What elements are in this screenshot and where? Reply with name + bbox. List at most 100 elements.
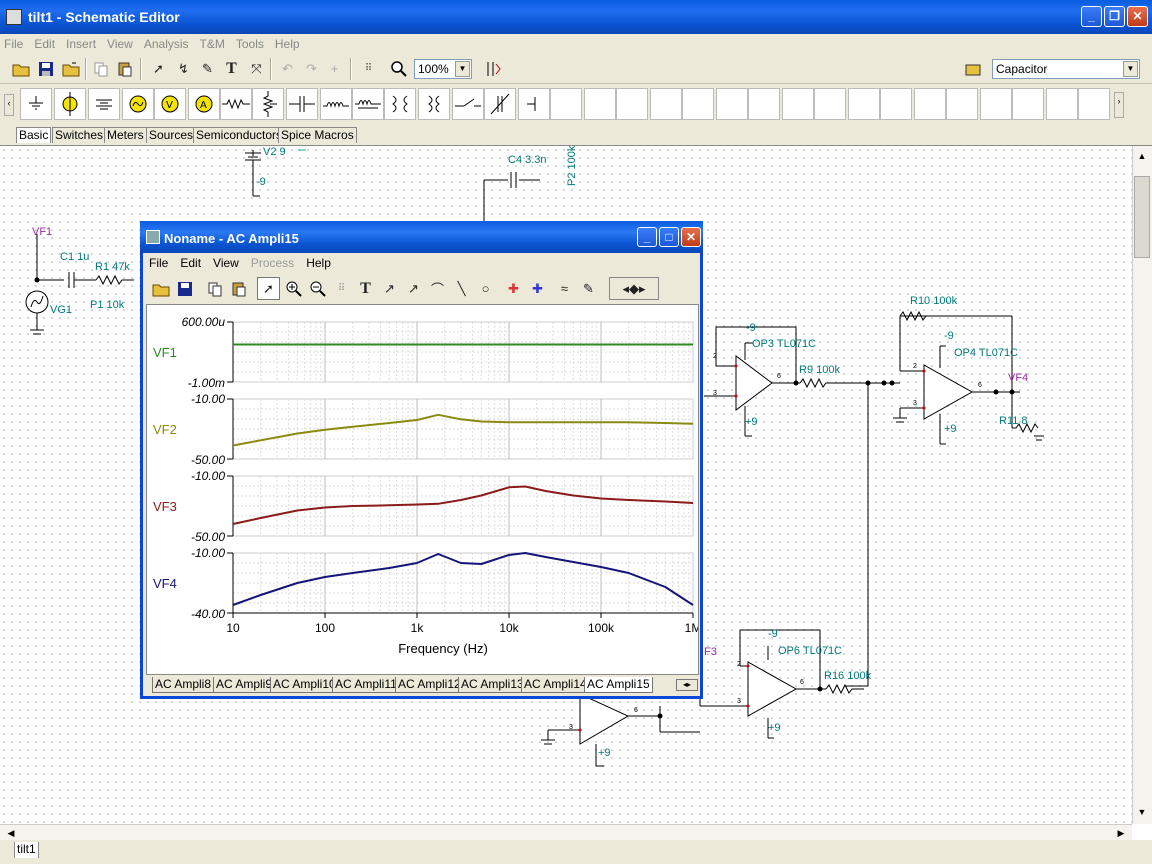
ammeter-icon[interactable]: A bbox=[188, 88, 220, 120]
scroll-right-icon[interactable]: › bbox=[1114, 92, 1124, 118]
menu-view[interactable]: View bbox=[107, 37, 133, 51]
tab-ac-ampli12[interactable]: AC Ampli12 bbox=[395, 677, 464, 693]
pen-icon[interactable]: ✎ bbox=[583, 280, 594, 296]
paste-icon[interactable] bbox=[227, 277, 250, 300]
empty-slot-icon[interactable] bbox=[914, 88, 946, 120]
empty-slot-icon[interactable] bbox=[1012, 88, 1044, 120]
scroll-right-icon[interactable]: ▶ bbox=[1117, 828, 1125, 838]
zoom-in-icon[interactable] bbox=[282, 277, 305, 300]
maximize-button[interactable]: □ bbox=[659, 227, 679, 247]
select-arrow-icon[interactable]: ➚ bbox=[153, 60, 164, 76]
menu-insert[interactable]: Insert bbox=[66, 37, 97, 51]
empty-slot-icon[interactable] bbox=[716, 88, 748, 120]
potentiometer-icon[interactable] bbox=[252, 88, 284, 120]
scroll-left-icon[interactable]: ◀ bbox=[7, 828, 15, 838]
empty-slot-icon[interactable] bbox=[550, 88, 582, 120]
coupled-inductor-icon[interactable] bbox=[418, 88, 450, 120]
menu-edit[interactable]: Edit bbox=[34, 37, 56, 51]
tab-ac-ampli14[interactable]: AC Ampli14 bbox=[521, 677, 590, 693]
scroll-left-icon[interactable]: ‹ bbox=[4, 94, 14, 116]
paste-icon[interactable] bbox=[113, 57, 136, 80]
ground-icon[interactable] bbox=[20, 88, 52, 120]
horizontal-scrollbar[interactable]: ◀ ▶ bbox=[0, 824, 1132, 840]
cursor-a-marker-icon[interactable]: ✚ bbox=[508, 280, 519, 296]
tab-tilt1[interactable]: tilt1 bbox=[14, 842, 39, 858]
analysis-menu-process[interactable]: Process bbox=[250, 256, 295, 270]
ellipse-tool-icon[interactable]: ○ bbox=[481, 281, 490, 296]
save-icon[interactable] bbox=[34, 57, 57, 80]
zoom-fit-icon[interactable] bbox=[306, 277, 329, 300]
empty-slot-icon[interactable] bbox=[782, 88, 814, 120]
capacitor-plate-icon[interactable] bbox=[518, 88, 550, 120]
tab-ac-ampli10[interactable]: AC Ampli10 bbox=[270, 677, 339, 693]
capacitor-icon[interactable] bbox=[286, 88, 318, 120]
select-arrow-icon[interactable]: ➚ bbox=[257, 277, 280, 300]
empty-slot-icon[interactable] bbox=[814, 88, 846, 120]
empty-slot-icon[interactable] bbox=[848, 88, 880, 120]
analysis-menu-file[interactable]: File bbox=[149, 256, 169, 270]
save-icon[interactable] bbox=[173, 277, 196, 300]
open-folder-icon[interactable] bbox=[9, 57, 32, 80]
generator-icon[interactable] bbox=[122, 88, 154, 120]
empty-slot-icon[interactable] bbox=[748, 88, 780, 120]
tab-sources[interactable]: Sources bbox=[146, 127, 197, 143]
place-component-icon[interactable] bbox=[961, 57, 984, 80]
component-select[interactable]: Capacitor ▼ bbox=[992, 59, 1140, 79]
crosshair-icon[interactable]: + bbox=[330, 61, 339, 76]
close-button[interactable]: ✕ bbox=[1127, 6, 1148, 27]
inductor-icon[interactable] bbox=[320, 88, 352, 120]
analysis-menu-edit[interactable]: Edit bbox=[180, 256, 202, 270]
copy-icon[interactable] bbox=[89, 57, 112, 80]
scroll-thumb[interactable] bbox=[1134, 176, 1150, 258]
transformer-icon[interactable] bbox=[352, 88, 384, 120]
empty-slot-icon[interactable] bbox=[880, 88, 912, 120]
delete-wire-icon[interactable]: ⤧ bbox=[251, 60, 262, 76]
voltage-source-icon[interactable] bbox=[54, 88, 86, 120]
analysis-menu-view[interactable]: View bbox=[213, 256, 239, 270]
empty-slot-icon[interactable] bbox=[980, 88, 1012, 120]
zoom-select[interactable]: 100% ▼ bbox=[414, 59, 472, 79]
empty-slot-icon[interactable] bbox=[946, 88, 978, 120]
cursor-b-marker-icon[interactable]: ✚ bbox=[532, 280, 543, 296]
tab-switches[interactable]: Switches bbox=[52, 127, 107, 143]
minimize-button[interactable]: _ bbox=[1081, 6, 1102, 27]
minimize-button[interactable]: _ bbox=[637, 227, 657, 247]
tab-meters[interactable]: Meters bbox=[104, 127, 147, 143]
resistor-icon[interactable] bbox=[220, 88, 252, 120]
cursor-b-icon[interactable]: ↗ bbox=[408, 280, 419, 296]
restore-button[interactable]: ❐ bbox=[1104, 6, 1125, 27]
tab-spice-macros[interactable]: Spice Macros bbox=[278, 127, 357, 143]
copy-icon[interactable] bbox=[203, 277, 226, 300]
zoom-icon[interactable] bbox=[387, 57, 410, 80]
menu-tm[interactable]: T&M bbox=[199, 37, 225, 51]
analysis-menu-help[interactable]: Help bbox=[306, 256, 331, 270]
cursor-a-icon[interactable]: ↗ bbox=[384, 280, 395, 296]
curves-icon[interactable]: ≈ bbox=[560, 281, 569, 296]
empty-slot-icon[interactable] bbox=[1046, 88, 1078, 120]
menu-tools[interactable]: Tools bbox=[235, 37, 264, 51]
open-folder-icon[interactable] bbox=[149, 277, 172, 300]
menu-analysis[interactable]: Analysis bbox=[143, 37, 189, 51]
tab-ac-ampli15[interactable]: AC Ampli15 bbox=[584, 677, 653, 693]
empty-slot-icon[interactable] bbox=[584, 88, 616, 120]
menu-file[interactable]: File bbox=[4, 37, 24, 51]
text-tool-icon[interactable]: T bbox=[360, 279, 371, 297]
close-button[interactable]: ✕ bbox=[681, 227, 701, 247]
tab-semiconductors[interactable]: Semiconductors bbox=[193, 127, 286, 143]
vertical-scrollbar[interactable]: ▲ ▼ bbox=[1132, 146, 1152, 824]
empty-slot-icon[interactable] bbox=[616, 88, 648, 120]
empty-slot-icon[interactable] bbox=[650, 88, 682, 120]
tab-ac-ampli11[interactable]: AC Ampli11 bbox=[332, 677, 400, 693]
tab-scroll-arrows-icon[interactable]: ◂▸ bbox=[676, 679, 698, 691]
line-tool-icon[interactable]: ╲ bbox=[457, 280, 466, 296]
menu-help[interactable]: Help bbox=[274, 37, 300, 51]
empty-slot-icon[interactable] bbox=[1078, 88, 1110, 120]
formula-icon[interactable]: ⌒ bbox=[430, 282, 444, 297]
grid-icon[interactable]: ⠿ bbox=[337, 283, 346, 294]
voltmeter-icon[interactable]: V bbox=[154, 88, 186, 120]
undo-icon[interactable]: ↶ bbox=[282, 60, 293, 76]
switch-icon[interactable] bbox=[452, 88, 484, 120]
text-tool-icon[interactable]: T bbox=[226, 59, 237, 77]
redo-icon[interactable]: ↷ bbox=[306, 60, 317, 76]
